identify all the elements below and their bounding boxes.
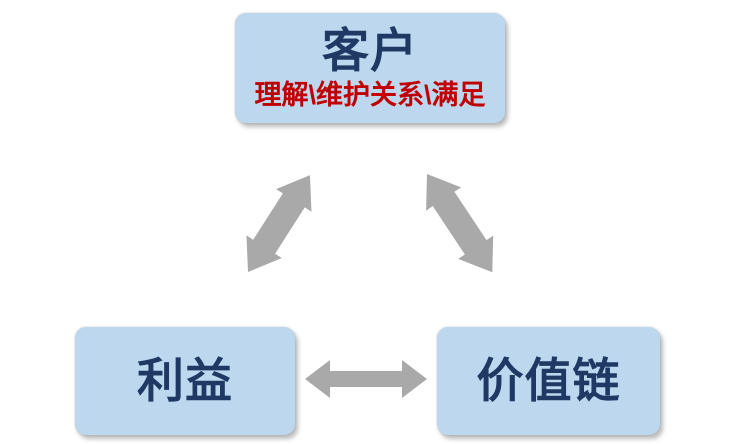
arrow-customer-benefit [246,175,312,272]
arrow-customer-value-chain [426,174,494,273]
node-benefit: 利益 [75,327,295,435]
node-benefit-label: 利益 [137,353,233,407]
node-customer: 客户 理解\维护关系\满足 [235,13,505,123]
node-customer-subtitle: 理解\维护关系\满足 [254,79,486,110]
node-value-chain: 价值链 [437,327,660,435]
arrow-benefit-value-chain [305,360,427,398]
node-value-chain-label: 价值链 [476,353,621,407]
node-customer-label: 客户 [322,24,418,78]
